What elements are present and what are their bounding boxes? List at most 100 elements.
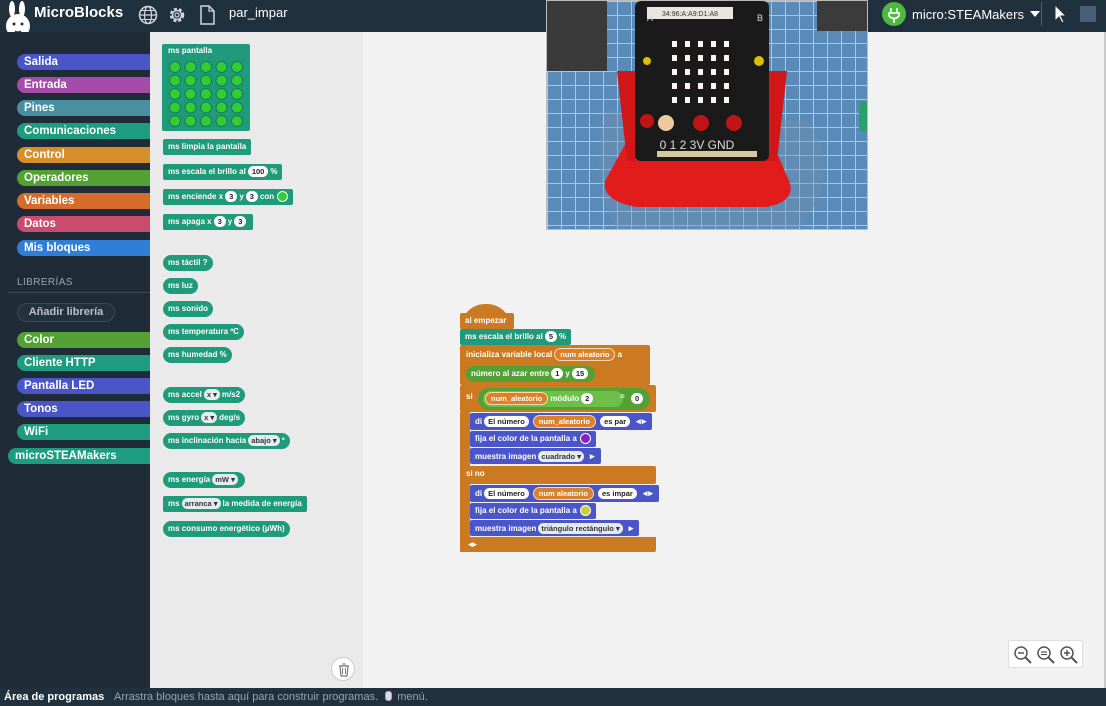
category-control[interactable]: Control [17, 147, 150, 163]
category-variables[interactable]: Variables [17, 193, 150, 209]
expand-arrows-icon[interactable]: ◂▸ [468, 539, 478, 549]
axis-dropdown[interactable]: x ▾ [201, 412, 218, 424]
vertical-scrollbar[interactable] [1104, 32, 1106, 688]
libraries-divider [8, 292, 150, 293]
zoom-reset-icon[interactable] [1036, 645, 1056, 665]
category-mis-bloques[interactable]: Mis bloques [17, 240, 150, 256]
category-comunicaciones[interactable]: Comunicaciones [17, 123, 150, 139]
variable-name-slot[interactable]: num aleatorio [554, 348, 616, 362]
library-tonos[interactable]: Tonos [17, 401, 150, 417]
project-name: par_impar [229, 5, 288, 20]
library-pantalla-led[interactable]: Pantalla LED [17, 378, 150, 394]
image-dropdown[interactable]: cuadrado ▾ [538, 451, 584, 463]
variable-slot[interactable]: num aleatorio [532, 487, 594, 501]
y-slot[interactable]: 3 [234, 216, 247, 228]
script-block-color-par[interactable]: fija el color de la pantalla a [470, 431, 596, 447]
palette-block-consumo[interactable]: ms consumo energético (µWh) [163, 521, 290, 537]
globe-icon[interactable] [137, 4, 159, 26]
app-title: MicroBlocks [34, 4, 124, 21]
zoom-out-icon[interactable] [1013, 645, 1033, 665]
image-dropdown[interactable]: triángulo rectángulo ▾ [538, 523, 623, 535]
file-icon[interactable] [196, 4, 218, 26]
x-slot[interactable]: 3 [213, 216, 226, 228]
library-cliente-http[interactable]: Cliente HTTP [17, 355, 150, 371]
direction-dropdown[interactable]: abajo ▾ [248, 435, 280, 447]
library-microsteamakers[interactable]: microSTEAMakers [8, 448, 150, 464]
gear-icon[interactable] [166, 4, 188, 26]
compare-value-slot[interactable]: 0 [631, 393, 644, 404]
expand-arrows-icon[interactable]: ▸ [628, 523, 635, 533]
text-slot[interactable]: El número [484, 416, 529, 428]
x-slot[interactable]: 3 [225, 191, 238, 203]
variable-slot[interactable]: num_aleatorio [485, 392, 549, 406]
category-pines[interactable]: Pines [17, 100, 150, 116]
text-slot[interactable]: es impar [597, 488, 637, 500]
stop-button[interactable] [1080, 6, 1096, 22]
led-matrix-grid[interactable] [167, 60, 247, 128]
max-slot[interactable]: 15 [571, 368, 589, 380]
board-photo: 34:96:A:A9:D1:A8 A B 0 1 2 3V GND [547, 1, 867, 229]
color-swatch-icon[interactable] [579, 433, 591, 445]
text-slot[interactable]: es par [600, 416, 631, 428]
zoom-controls [1008, 640, 1083, 668]
color-swatch-icon[interactable] [277, 191, 289, 203]
y-slot[interactable]: 3 [245, 191, 258, 203]
palette-block-sonido[interactable]: ms sonido [163, 301, 214, 317]
unit-dropdown[interactable]: mW ▾ [212, 474, 238, 486]
palette-block-temperatura[interactable]: ms temperatura ºC [163, 324, 244, 340]
action-dropdown[interactable]: arranca ▾ [181, 498, 221, 510]
library-color[interactable]: Color [17, 332, 150, 348]
library-wifi[interactable]: WiFi [17, 424, 150, 440]
expand-arrows-icon[interactable]: ◂▸ [636, 416, 648, 426]
brightness-slot[interactable]: 5 [544, 331, 557, 343]
min-slot[interactable]: 1 [551, 368, 564, 380]
expand-arrows-icon[interactable]: ◂▸ [642, 488, 654, 498]
camera-feed: 34:96:A:A9:D1:A8 A B 0 1 2 3V GND [546, 0, 868, 230]
trash-button[interactable] [331, 657, 355, 681]
script-hat-al-empezar[interactable]: al empezar [460, 313, 514, 329]
axis-dropdown[interactable]: x ▾ [203, 389, 220, 401]
palette-block-humedad[interactable]: ms humedad % [163, 347, 232, 363]
category-entrada[interactable]: Entrada [17, 77, 150, 93]
category-operadores[interactable]: Operadores [17, 170, 150, 186]
palette-block-luz[interactable]: ms luz [163, 278, 198, 294]
trash-icon [339, 663, 349, 677]
expand-arrows-icon[interactable]: ▸ [589, 451, 596, 461]
palette-block-limpia[interactable]: ms limpia la pantalla [163, 139, 252, 155]
brightness-slot[interactable]: 100 [247, 166, 269, 178]
category-salida[interactable]: Salida [17, 54, 150, 70]
zoom-in-icon[interactable] [1059, 645, 1079, 665]
board-selector[interactable]: micro:STEAMakers [882, 0, 1040, 28]
script-block-color-impar[interactable]: fija el color de la pantalla a [470, 503, 596, 519]
pointer-cursor-icon[interactable] [1052, 3, 1070, 25]
add-library-button[interactable]: Añadir librería [17, 303, 115, 322]
text-slot[interactable]: El número [484, 488, 529, 500]
category-panel: Salida Entrada Pines Comunicaciones Cont… [0, 32, 150, 688]
palette-block-pantalla[interactable]: ms pantalla [162, 44, 250, 131]
color-swatch-icon[interactable] [579, 505, 591, 517]
button-b-label: B [757, 13, 763, 23]
status-title: Área de programas [4, 691, 105, 703]
category-datos[interactable]: Datos [17, 216, 150, 232]
divisor-slot[interactable]: 2 [581, 393, 594, 405]
variable-slot[interactable]: num_aleatorio [532, 415, 597, 429]
palette-block-tactil[interactable]: ms táctil ? [163, 255, 213, 271]
